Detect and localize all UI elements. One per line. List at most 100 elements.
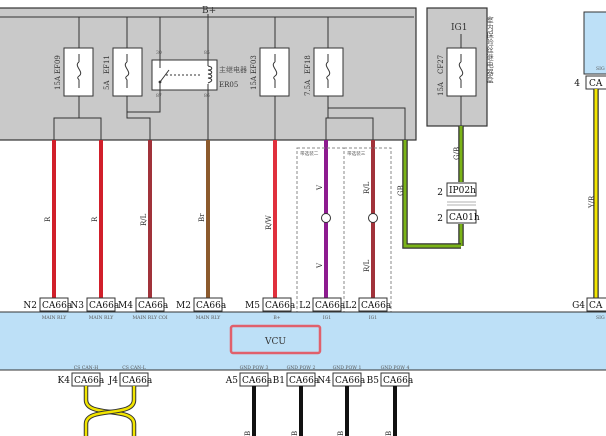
wire-label-n2: R [44, 216, 52, 222]
wire-n3 [99, 140, 103, 298]
connector-l2-b: L2 CA66a IG1 [345, 297, 392, 321]
connector-l2-a: L2 CA66a IG1 [299, 297, 346, 321]
svg-text:G4: G4 [572, 301, 585, 311]
inline-connector-ip02h: 2 IP02h [437, 182, 477, 198]
ig1-box-caption: 室内保险丝继电器盒 [485, 15, 494, 84]
svg-text:15A: 15A [437, 81, 445, 96]
svg-text:CA66a: CA66a [265, 301, 296, 311]
svg-text:CS CAN-L: CS CAN-L [122, 365, 146, 371]
connector-m4: M4 CA66a MAIN RLY COI [118, 297, 169, 321]
svg-text:7.5A: 7.5A [304, 79, 312, 96]
svg-text:B1: B1 [273, 376, 285, 386]
svg-text:GND POW 3: GND POW 3 [240, 365, 269, 371]
svg-text:CA01h: CA01h [449, 213, 480, 223]
svg-text:MAIN RLY: MAIN RLY [42, 315, 68, 321]
svg-text:N3: N3 [70, 301, 84, 311]
svg-text:MAIN RLY: MAIN RLY [196, 315, 222, 321]
svg-text:B: B [244, 431, 252, 436]
svg-text:EF03: EF03 [250, 55, 258, 74]
vcu-highlight-box [229, 324, 322, 355]
svg-text:L2: L2 [345, 301, 357, 311]
svg-text:IG1: IG1 [451, 23, 467, 33]
svg-text:MAIN RLY COI: MAIN RLY COI [132, 315, 167, 321]
wire-label-m4: R/L [140, 213, 148, 226]
svg-text:CA66a: CA66a [42, 301, 73, 311]
splice-l2-rl [368, 213, 378, 223]
wire-label-yr: Y/R [588, 195, 596, 209]
svg-text:CA66a: CA66a [89, 301, 120, 311]
right-module-top [583, 11, 606, 75]
relay-er05: 30 85 87 86 主继电器 ER05 [151, 50, 247, 99]
splice-l2-v [321, 213, 331, 223]
svg-text:CS CAN-H: CS CAN-H [74, 365, 99, 371]
svg-text:N4: N4 [317, 376, 331, 386]
connector-n4: GND POW 1 N4 CA66a [317, 365, 366, 387]
svg-text:86: 86 [204, 93, 210, 99]
svg-text:GND POW 4: GND POW 4 [381, 365, 410, 371]
svg-text:MAIN RLY: MAIN RLY [89, 315, 115, 321]
connector-m5: M5 CA66a B+ [245, 297, 296, 321]
svg-text:GND POW 2: GND POW 2 [287, 365, 316, 371]
connector-k4: CS CAN-H K4 CA66a [58, 365, 105, 387]
wire-label-m5: R/W [265, 214, 273, 230]
svg-text:带选装三: 带选装三 [347, 150, 366, 157]
svg-text:EF11: EF11 [103, 55, 111, 74]
vcu-label: VCU [264, 337, 286, 347]
svg-text:SIG: SIG [596, 66, 605, 72]
fuse-ef09: 15A EF09 [54, 47, 94, 97]
wire-label-l2-v-top: V [316, 184, 324, 191]
inline-connector-ca01h: 2 CA01h [437, 209, 480, 224]
svg-text:CA: CA [589, 301, 603, 311]
wire-label-m2: Br [198, 213, 206, 222]
svg-text:L2: L2 [299, 301, 311, 311]
right-top-connector: 4 CA [574, 75, 606, 90]
connector-g4: G4 CA SIG [572, 297, 606, 321]
svg-text:CA66a: CA66a [196, 301, 227, 311]
svg-text:4: 4 [574, 79, 580, 89]
svg-text:CA: CA [589, 79, 603, 89]
connector-b1: GND POW 2 B1 CA66a [273, 365, 320, 387]
fuse-ef03: 15A EF03 [250, 47, 290, 97]
svg-text:CA66a: CA66a [289, 376, 320, 386]
wire-m5 [273, 140, 277, 298]
svg-text:N2: N2 [23, 301, 37, 311]
svg-text:B5: B5 [367, 376, 380, 386]
svg-text:带选装二: 带选装二 [300, 150, 319, 157]
svg-text:5A: 5A [103, 80, 111, 90]
wire-label-n3: R [91, 216, 99, 222]
svg-text:K4: K4 [58, 376, 71, 386]
svg-text:CA66a: CA66a [138, 301, 169, 311]
svg-text:CA66a: CA66a [315, 301, 346, 311]
svg-text:2: 2 [437, 214, 443, 224]
connector-n2: N2 CA66a MAIN RLY [23, 297, 73, 321]
svg-text:CA66a: CA66a [335, 376, 366, 386]
connector-n3: N3 CA66a MAIN RLY [70, 297, 120, 321]
svg-text:30: 30 [156, 50, 162, 56]
svg-text:IG1: IG1 [369, 315, 377, 321]
svg-text:CF27: CF27 [437, 55, 445, 74]
svg-text:IP02h: IP02h [449, 186, 476, 196]
svg-text:A5: A5 [225, 376, 238, 386]
svg-text:85: 85 [204, 50, 210, 56]
svg-text:SIG: SIG [596, 315, 605, 321]
wire-n2 [52, 140, 56, 298]
wire-label-l2-rl-top: R/L [363, 181, 371, 194]
relay-id: ER05 [219, 81, 238, 89]
connector-m2: M2 CA66a MAIN RLY [176, 297, 227, 321]
vcu-top-connectors: N2 CA66a MAIN RLY N3 CA66a MAIN RLY M4 C… [23, 297, 606, 321]
svg-text:EF18: EF18 [304, 55, 312, 74]
svg-text:CA66a: CA66a [122, 376, 153, 386]
svg-text:M2: M2 [176, 301, 191, 311]
svg-text:IG1: IG1 [323, 315, 331, 321]
svg-text:B+: B+ [273, 315, 280, 321]
svg-text:2: 2 [437, 188, 443, 198]
svg-text:M5: M5 [245, 301, 260, 311]
svg-text:CA66a: CA66a [242, 376, 273, 386]
relay-name: 主继电器 [219, 65, 247, 74]
svg-text:GND POW 1: GND POW 1 [333, 365, 362, 371]
wire-label-gb-lower: GB [397, 185, 405, 196]
wire-label-l2-v-bottom: V [316, 262, 324, 269]
wire-label-gb-upper: G/B [453, 147, 461, 160]
svg-text:87: 87 [156, 93, 162, 99]
